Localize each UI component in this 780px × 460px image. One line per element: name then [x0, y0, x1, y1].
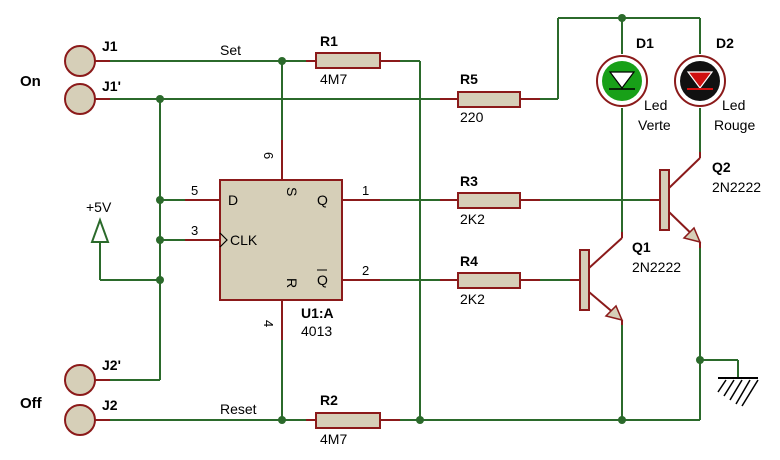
connector-j1-prime: J1' — [64, 78, 121, 115]
led-d2-ref: D2 — [716, 35, 734, 51]
pin-number-d: 5 — [191, 183, 198, 198]
pin-r-label: R — [284, 278, 300, 288]
transistor-q2: Q2 2N2222 — [650, 152, 761, 248]
connector-j2-prime: J2' — [64, 357, 121, 396]
resistor-r2: R2 4M7 — [306, 392, 400, 447]
junction-dot — [156, 236, 164, 244]
reset-net-label: Reset — [220, 401, 257, 417]
junction-dot — [416, 416, 424, 424]
ground-symbol — [717, 377, 759, 407]
transistor-q1-ref: Q1 — [632, 239, 651, 255]
resistor-r2-value: 4M7 — [320, 431, 347, 447]
led-d1: D1 Led Verte — [596, 35, 671, 133]
transistor-q1-base — [579, 249, 590, 311]
pin-s-label: S — [284, 187, 300, 196]
wires — [99, 17, 739, 421]
pin-number-r: 4 — [261, 320, 276, 327]
flipflop-value: 4013 — [301, 323, 332, 339]
emitter-arrow-icon — [604, 304, 624, 322]
resistor-r4: R4 2K2 — [440, 253, 540, 307]
flipflop-u1a: D CLK Q Q S R 5 3 1 2 6 4 U1:A 4013 — [185, 140, 380, 340]
set-net-label: Set — [220, 42, 241, 58]
junction-dot — [618, 14, 626, 22]
vcc-label: +5V — [86, 199, 112, 215]
junction-dot — [618, 416, 626, 424]
led-d1-line1: Led — [644, 97, 667, 113]
connector-j1: J1 — [64, 38, 118, 77]
connector-j2: J2 — [64, 397, 118, 436]
led-d1-line2: Verte — [638, 117, 671, 133]
clock-edge-icon — [219, 232, 228, 248]
connector-j1-label: J1 — [102, 38, 118, 54]
junction-dot — [278, 416, 286, 424]
junctions — [156, 14, 704, 424]
vcc-terminal: +5V — [86, 199, 112, 243]
transistor-q1: Q1 2N2222 — [570, 232, 681, 325]
flipflop-body — [219, 179, 343, 301]
on-label: On — [20, 73, 41, 90]
led-d2-line2: Rouge — [714, 117, 755, 133]
connector-j1-prime-label: J1' — [102, 78, 121, 94]
pin-qbar-label: Q — [317, 272, 328, 288]
emitter-arrow-icon — [682, 226, 702, 244]
led-d1-ref: D1 — [636, 35, 654, 51]
vcc-arrow-icon — [90, 217, 110, 243]
resistor-r5-value: 220 — [460, 109, 484, 125]
pin-clk-label: CLK — [230, 232, 258, 248]
pin-d-label: D — [228, 192, 238, 208]
diode-triangle-icon — [608, 71, 636, 89]
transistor-q1-value: 2N2222 — [632, 259, 681, 275]
transistor-q2-base — [659, 169, 670, 231]
junction-dot — [156, 196, 164, 204]
connector-j2-prime-label: J2' — [102, 357, 121, 373]
resistor-r1-value: 4M7 — [320, 71, 347, 87]
resistor-r3: R3 2K2 — [440, 173, 540, 227]
led-d2-line1: Led — [722, 97, 745, 113]
off-label: Off — [20, 395, 43, 412]
pin-number-q: 1 — [362, 183, 369, 198]
resistor-r2-ref: R2 — [320, 392, 338, 408]
junction-dot — [156, 95, 164, 103]
pin-number-clk: 3 — [191, 223, 198, 238]
led-d2: D2 Led Rouge — [674, 35, 755, 133]
pin-number-s: 6 — [261, 152, 276, 159]
pin-number-qbar: 2 — [362, 263, 369, 278]
resistor-r5: R5 220 — [440, 71, 540, 125]
junction-dot — [696, 356, 704, 364]
resistor-r3-value: 2K2 — [460, 211, 485, 227]
pin-q-label: Q — [317, 192, 328, 208]
junction-dot — [156, 276, 164, 284]
resistor-r5-ref: R5 — [460, 71, 478, 87]
resistor-r4-value: 2K2 — [460, 291, 485, 307]
transistor-q2-value: 2N2222 — [712, 179, 761, 195]
junction-dot — [278, 57, 286, 65]
diode-triangle-icon — [686, 71, 714, 89]
resistor-r3-ref: R3 — [460, 173, 478, 189]
resistor-r4-ref: R4 — [460, 253, 478, 269]
transistor-q2-ref: Q2 — [712, 159, 731, 175]
flipflop-ref: U1:A — [301, 305, 334, 321]
resistor-r1-ref: R1 — [320, 33, 338, 49]
connector-j2-label: J2 — [102, 397, 118, 413]
resistor-r1: R1 4M7 — [306, 33, 400, 87]
